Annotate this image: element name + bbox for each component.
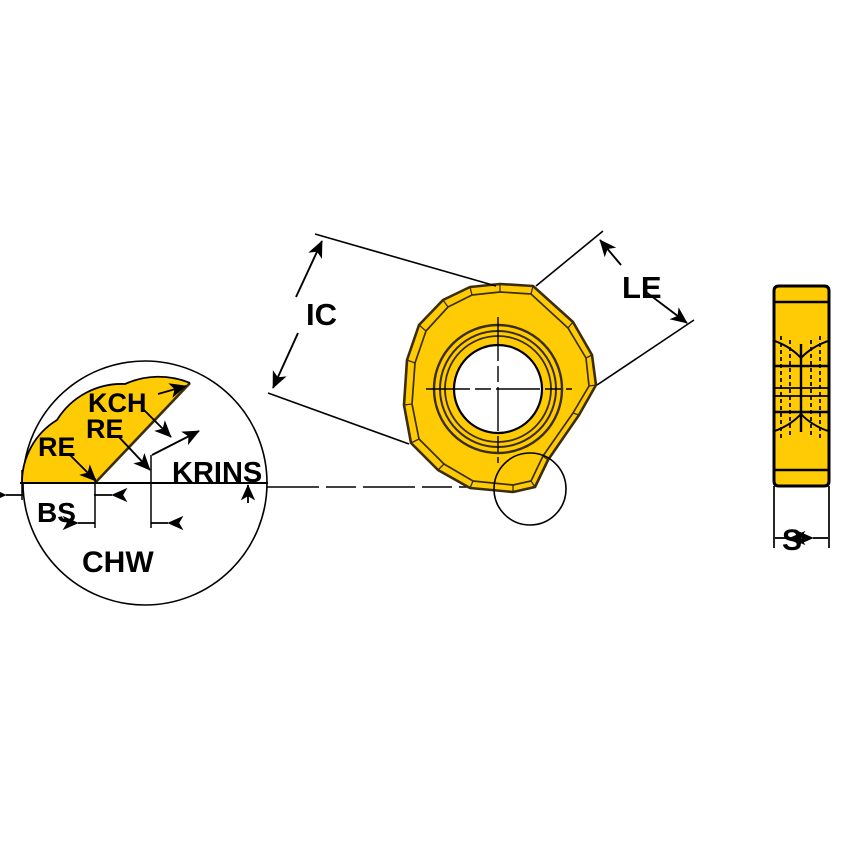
label-bs: BS	[37, 497, 76, 528]
le-dim-arrow-upper	[599, 239, 622, 266]
leader-re-inner	[117, 435, 151, 471]
label-ic: IC	[306, 297, 337, 332]
label-chw: CHW	[82, 546, 154, 579]
detail-view-group: RE RE KCH BS CHW KRINS	[0, 360, 497, 606]
leader-kch-upper	[157, 383, 187, 398]
ic-dim-arrow-lower	[272, 332, 299, 389]
label-s: S	[782, 524, 802, 557]
top-view-group: IC LE	[267, 230, 695, 526]
label-krins: KRINS	[172, 457, 262, 489]
label-le: LE	[622, 270, 662, 305]
detail-insert-fill	[21, 376, 190, 483]
label-kch: KCH	[88, 388, 147, 418]
leader-kch-lower	[143, 409, 172, 438]
le-dim-arrow-lower	[645, 291, 688, 324]
detail-callout-circle	[493, 452, 567, 526]
label-re-outer: RE	[38, 432, 76, 462]
detail-chamfer-edge	[94, 382, 191, 484]
le-projection-lower	[596, 319, 695, 386]
ic-dim-arrow-upper	[295, 240, 323, 298]
insert-chamfer-land	[411, 291, 590, 486]
side-view-group: S	[772, 284, 831, 557]
ic-projection-lower	[267, 392, 410, 445]
side-view-internal-detail	[774, 300, 829, 472]
ic-projection-upper	[314, 233, 497, 287]
le-projection-upper	[535, 230, 604, 287]
leader-krins-diagonal	[151, 430, 200, 456]
detail-nose-arc	[21, 375, 191, 484]
leader-re-outer	[69, 454, 97, 482]
label-re-inner: RE	[86, 414, 124, 444]
insert-facet-ticks	[403, 284, 597, 492]
